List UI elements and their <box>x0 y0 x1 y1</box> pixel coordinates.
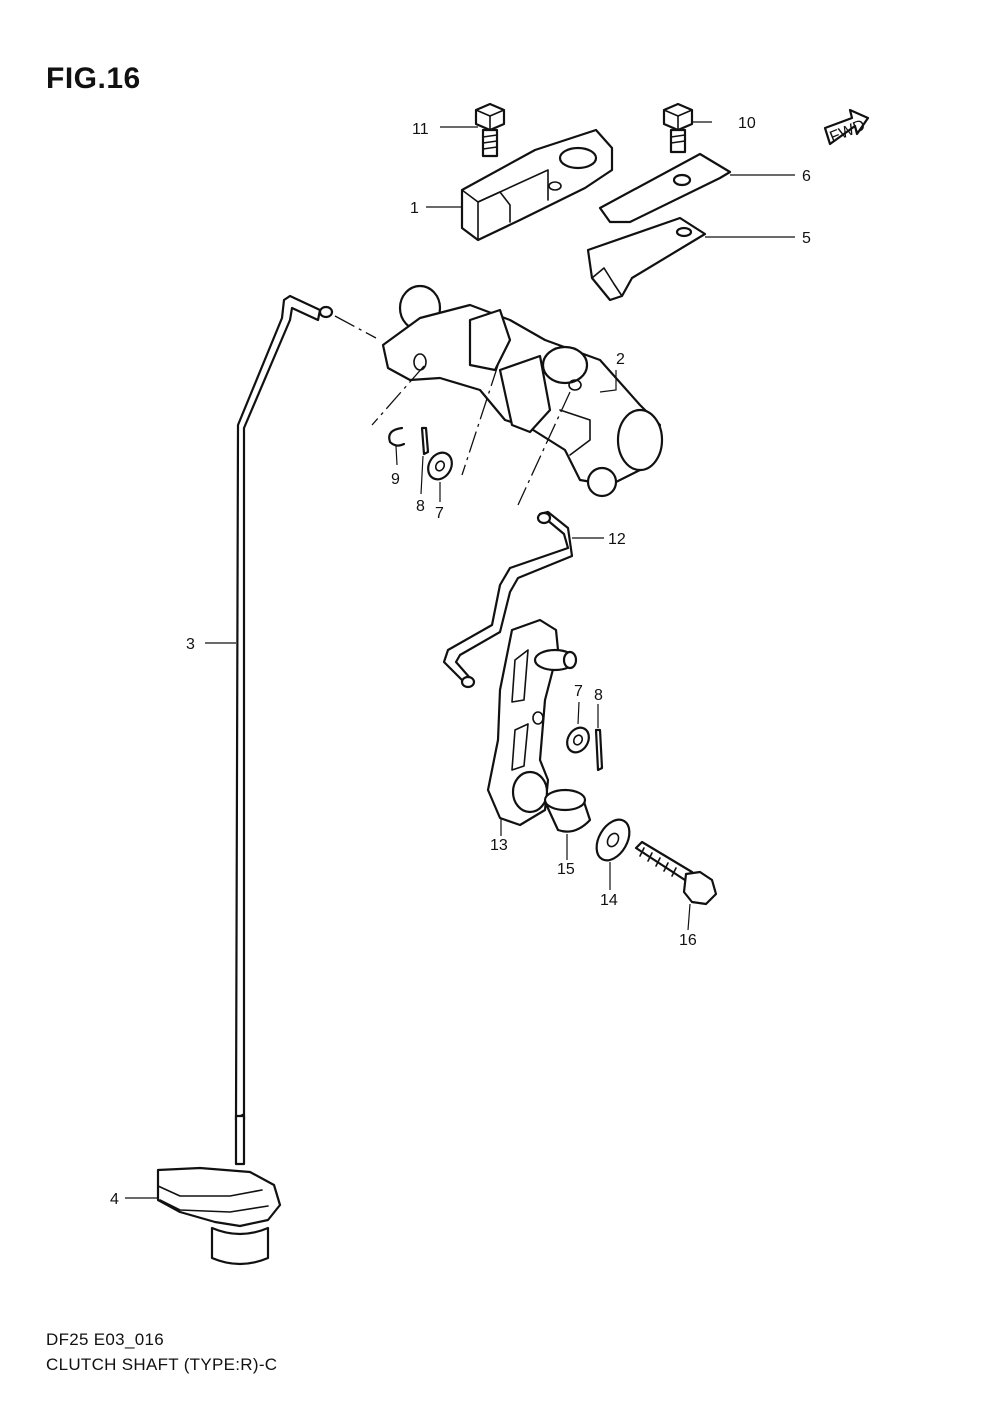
part-8-cotter-pin-lower[interactable] <box>594 728 604 772</box>
callout-13: 13 <box>490 837 508 854</box>
part-5-clip[interactable] <box>586 216 707 302</box>
part-4-holder[interactable] <box>156 1166 282 1266</box>
part-12-link-rod[interactable] <box>442 510 574 689</box>
callout-11: 11 <box>412 121 429 138</box>
callout-10: 10 <box>738 115 756 132</box>
part-11-bolt[interactable] <box>474 102 506 158</box>
callout-8-upper: 8 <box>416 498 425 515</box>
callout-6: 6 <box>802 168 811 185</box>
leader-lines <box>125 121 795 1199</box>
part-3-clutch-rod[interactable] <box>234 294 334 1166</box>
part-9-e-clip[interactable] <box>388 426 406 447</box>
part-8-cotter-pin-upper[interactable] <box>420 426 430 456</box>
callout-9: 9 <box>391 471 400 488</box>
assembly-line <box>334 315 377 339</box>
assembly-line <box>461 364 499 476</box>
callout-8-lower: 8 <box>594 687 603 704</box>
fwd-arrow-icon: FWD <box>823 108 870 146</box>
callout-5: 5 <box>802 230 811 247</box>
callout-1: 1 <box>410 200 419 217</box>
callout-labels: 11 10 1 6 5 2 3 4 9 8 7 12 7 8 13 15 14 … <box>110 115 811 1208</box>
assembly-line <box>371 365 425 426</box>
callout-2: 2 <box>616 351 625 368</box>
diagram-caption: CLUTCH SHAFT (TYPE:R)-C <box>46 1355 278 1374</box>
part-7-washer-upper[interactable] <box>423 448 456 483</box>
part-13-lever[interactable] <box>486 618 578 827</box>
figure-title: FIG.16 <box>46 62 141 95</box>
part-7-washer-lower[interactable] <box>563 724 593 757</box>
callout-14: 14 <box>600 892 618 909</box>
callout-12: 12 <box>608 531 626 548</box>
part-14-washer[interactable] <box>590 814 636 866</box>
part-1-bracket[interactable] <box>460 128 614 242</box>
part-15-collar[interactable] <box>543 788 592 833</box>
callout-3: 3 <box>186 636 195 653</box>
callout-7-upper: 7 <box>435 505 444 522</box>
diagram-code: DF25 E03_016 <box>46 1330 164 1349</box>
callout-7-lower: 7 <box>574 683 583 700</box>
part-2-shift-assembly[interactable] <box>381 284 664 498</box>
callout-15: 15 <box>557 861 575 878</box>
part-10-bolt[interactable] <box>662 102 694 154</box>
callout-16: 16 <box>679 932 697 949</box>
callout-4: 4 <box>110 1191 119 1208</box>
assembly-line <box>517 391 571 506</box>
part-16-bolt[interactable] <box>634 840 718 906</box>
part-6-plate[interactable] <box>598 152 732 224</box>
